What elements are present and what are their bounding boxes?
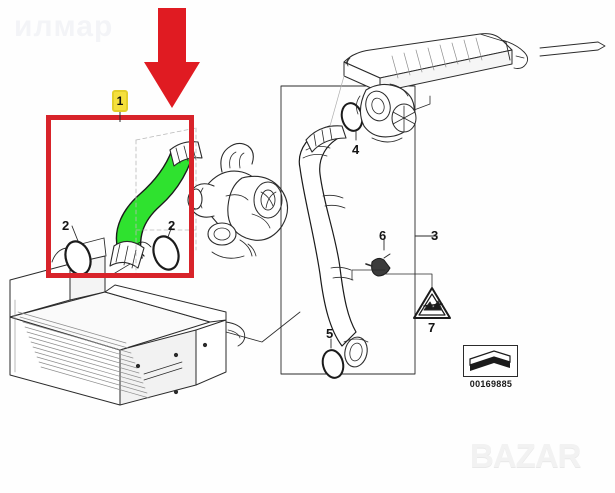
group-box-3 <box>280 85 416 375</box>
turbocharger-graphic <box>187 142 289 259</box>
red-arrow-icon <box>144 8 200 108</box>
callout-label-2-right: 2 <box>168 218 176 233</box>
callout-label-7: 7 <box>428 320 436 335</box>
watermark-ilmar: илмар <box>14 10 114 43</box>
diagram-id-thumbnail <box>463 345 518 377</box>
diagram-id-code: 00169885 <box>469 379 513 389</box>
intercooler-graphic <box>9 237 246 406</box>
watermark-bazar: BAZAR <box>470 437 581 474</box>
hose-cuff-lower <box>109 240 145 269</box>
callout-label-5: 5 <box>326 326 334 341</box>
boost-pressure-sensor <box>365 253 391 277</box>
callout-label-2-left: 2 <box>62 218 70 233</box>
callout-label-3: 3 <box>431 228 439 243</box>
warning-triangle-graphic <box>413 287 451 319</box>
oring-right-graphic <box>152 235 180 271</box>
intake-manifold-graphic <box>343 33 606 143</box>
oring-5-graphic <box>321 349 345 379</box>
callout-badge-1: 1 <box>112 90 128 112</box>
hose-cuff-top <box>305 125 347 153</box>
callout-label-6: 6 <box>379 228 387 243</box>
hose-cuff-bottom <box>343 336 369 368</box>
callout-label-4: 4 <box>352 142 360 157</box>
